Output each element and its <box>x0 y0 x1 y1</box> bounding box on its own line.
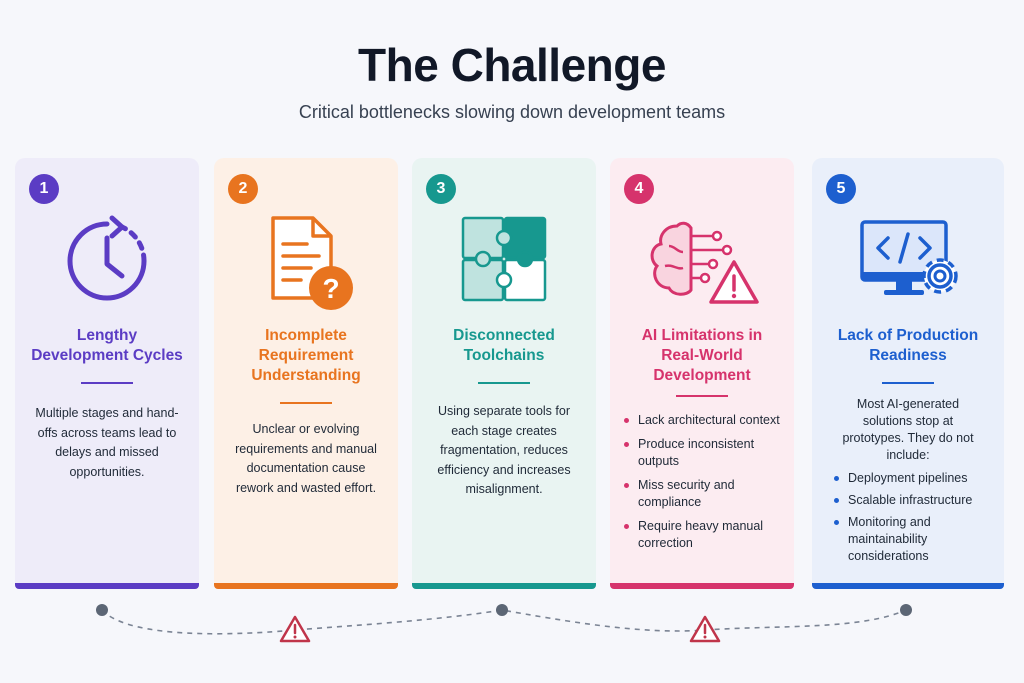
list-item: Lack architectural context <box>624 412 784 429</box>
card-description: Unclear or evolving requirements and man… <box>235 422 377 495</box>
card-description: Using separate tools for each stage crea… <box>437 404 571 496</box>
page-subtitle: Critical bottlenecks slowing down develo… <box>298 102 726 122</box>
card-accent-bar <box>15 583 199 589</box>
timeline-connector <box>0 590 1024 670</box>
challenge-card-disconnected-toolchains: 3 Disconnected Toolchains Using separate… <box>412 158 596 589</box>
puzzle-icon <box>412 206 596 316</box>
bullet-dot <box>834 476 839 481</box>
title-divider <box>280 402 332 404</box>
list-item: Require heavy manual correction <box>624 518 784 552</box>
title-divider <box>81 382 133 384</box>
list-item: Miss security and compliance <box>624 477 784 511</box>
bullet-dot <box>624 483 629 488</box>
challenge-card-production-readiness: 5 Lack of Production Readiness Most AI-g… <box>812 158 1004 589</box>
warning-triangle-icon <box>689 615 721 643</box>
bullet-dot <box>624 418 629 423</box>
ai-brain-warning-icon <box>610 206 794 316</box>
title-divider <box>676 395 728 397</box>
node-dot-icon <box>900 604 912 616</box>
node-dot-icon <box>96 604 108 616</box>
bullet-dot <box>624 524 629 529</box>
document-question-icon: ? <box>214 206 398 316</box>
card-title: Incomplete Requirement Understanding <box>251 327 361 384</box>
card-title: AI Limitations in Real-World Development <box>641 327 763 384</box>
missing-items-list: Deployment pipelines Scalable infrastruc… <box>834 470 994 570</box>
title-divider <box>478 382 530 384</box>
list-item: Produce inconsistent outputs <box>624 436 784 470</box>
step-number-badge: 1 <box>29 174 59 204</box>
title-divider <box>882 382 934 384</box>
step-number-badge: 3 <box>426 174 456 204</box>
card-title: Lack of Production Readiness <box>837 327 979 364</box>
bullet-dot <box>834 520 839 525</box>
card-title: Lengthy Development Cycles <box>31 327 183 364</box>
list-item: Scalable infrastructure <box>834 492 994 509</box>
list-item: Deployment pipelines <box>834 470 994 487</box>
card-description: Multiple stages and hand-offs across tea… <box>35 406 179 479</box>
challenge-card-lengthy-cycles: 1 Lengthy Development Cycles Multiple st… <box>15 158 199 589</box>
limitations-list: Lack architectural context Produce incon… <box>624 412 784 559</box>
step-number-badge: 5 <box>826 174 856 204</box>
card-accent-bar <box>412 583 596 589</box>
clock-cycle-icon <box>15 206 199 316</box>
card-title: Disconnected Toolchains <box>453 327 555 364</box>
bullet-dot <box>624 442 629 447</box>
warning-triangle-icon <box>279 615 311 643</box>
card-accent-bar <box>610 583 794 589</box>
svg-text:?: ? <box>322 273 339 304</box>
card-accent-bar <box>812 583 1004 589</box>
challenge-card-incomplete-requirements: 2 ? Incomplete Requirement Understanding… <box>214 158 398 589</box>
monitor-code-gear-icon <box>812 206 1004 316</box>
page-title: The Challenge <box>358 39 666 91</box>
step-number-badge: 4 <box>624 174 654 204</box>
node-dot-icon <box>496 604 508 616</box>
challenge-card-ai-limitations: 4 AI Limitations in Real-World Developme… <box>610 158 794 589</box>
card-accent-bar <box>214 583 398 589</box>
step-number-badge: 2 <box>228 174 258 204</box>
list-item: Monitoring and maintainability considera… <box>834 514 994 565</box>
bullet-dot <box>834 498 839 503</box>
card-lead-text: Most AI-generated solutions stop at prot… <box>842 397 974 462</box>
